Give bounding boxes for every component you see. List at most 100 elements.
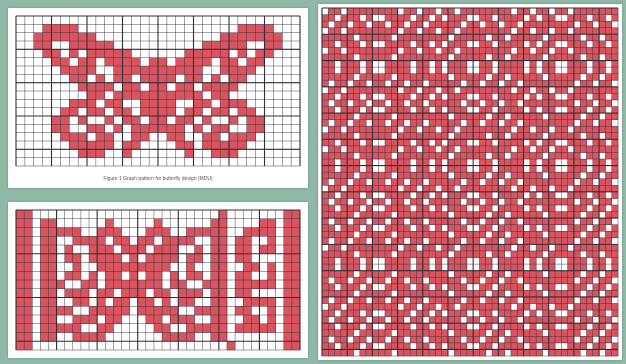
filled-cell bbox=[114, 49, 123, 58]
filled-cell bbox=[435, 139, 442, 146]
filled-cell bbox=[524, 336, 531, 343]
filled-cell bbox=[442, 146, 449, 153]
filled-cell bbox=[536, 198, 543, 205]
filled-cell bbox=[398, 290, 405, 297]
filled-cell bbox=[530, 34, 537, 41]
filled-cell bbox=[322, 323, 329, 330]
filled-cell bbox=[341, 310, 348, 317]
filled-cell bbox=[524, 172, 531, 179]
filled-cell bbox=[131, 141, 140, 150]
filled-cell bbox=[473, 317, 480, 324]
filled-cell bbox=[524, 290, 531, 297]
filled-cell bbox=[96, 133, 105, 142]
filled-cell bbox=[568, 179, 575, 186]
filled-cell bbox=[170, 333, 178, 342]
filled-cell bbox=[78, 83, 87, 92]
filled-cell bbox=[360, 74, 367, 81]
filled-cell bbox=[498, 166, 505, 173]
filled-cell bbox=[391, 106, 398, 113]
filled-cell bbox=[16, 333, 24, 342]
filled-cell bbox=[347, 231, 354, 238]
filled-cell bbox=[149, 116, 158, 125]
filled-cell bbox=[176, 133, 185, 142]
filled-cell bbox=[219, 236, 227, 245]
filled-cell bbox=[505, 336, 512, 343]
filled-cell bbox=[448, 139, 455, 146]
filled-cell bbox=[322, 61, 329, 68]
filled-cell bbox=[398, 179, 405, 186]
filled-cell bbox=[247, 124, 256, 133]
filled-cell bbox=[511, 317, 518, 324]
filled-cell bbox=[561, 271, 568, 278]
filled-cell bbox=[385, 87, 392, 94]
filled-cell bbox=[612, 8, 619, 15]
filled-cell bbox=[574, 146, 581, 153]
filled-cell bbox=[605, 277, 612, 284]
filled-cell bbox=[69, 141, 78, 150]
filled-cell bbox=[416, 54, 423, 61]
filled-cell bbox=[211, 133, 220, 142]
filled-cell bbox=[243, 315, 251, 324]
filled-cell bbox=[461, 349, 468, 356]
filled-cell bbox=[69, 108, 78, 117]
filled-cell bbox=[473, 336, 480, 343]
filled-cell bbox=[612, 47, 619, 54]
filled-cell bbox=[366, 159, 373, 166]
filled-cell bbox=[65, 306, 73, 315]
filled-cell bbox=[81, 289, 89, 298]
check-weave-pattern bbox=[318, 4, 622, 360]
filled-cell bbox=[530, 120, 537, 127]
filled-cell bbox=[568, 192, 575, 199]
filled-cell bbox=[322, 218, 329, 225]
filled-cell bbox=[593, 271, 600, 278]
filled-cell bbox=[498, 330, 505, 337]
filled-cell bbox=[574, 343, 581, 350]
filled-cell bbox=[517, 67, 524, 74]
filled-cell bbox=[360, 28, 367, 35]
filled-cell bbox=[555, 28, 562, 35]
filled-cell bbox=[479, 225, 486, 232]
filled-cell bbox=[385, 146, 392, 153]
filled-cell bbox=[517, 244, 524, 251]
filled-cell bbox=[328, 126, 335, 133]
filled-cell bbox=[599, 284, 606, 291]
filled-cell bbox=[454, 198, 461, 205]
filled-cell bbox=[435, 74, 442, 81]
filled-cell bbox=[366, 244, 373, 251]
filled-cell bbox=[89, 254, 97, 263]
filled-cell bbox=[65, 289, 73, 298]
filled-cell bbox=[612, 41, 619, 48]
filled-cell bbox=[587, 21, 594, 28]
filled-cell bbox=[555, 21, 562, 28]
filled-cell bbox=[524, 244, 531, 251]
filled-cell bbox=[593, 41, 600, 48]
filled-cell bbox=[511, 15, 518, 22]
filled-cell bbox=[398, 61, 405, 68]
filled-cell bbox=[561, 133, 568, 140]
filled-cell bbox=[536, 212, 543, 219]
filled-cell bbox=[429, 218, 436, 225]
filled-cell bbox=[549, 133, 556, 140]
filled-cell bbox=[555, 8, 562, 15]
filled-cell bbox=[353, 284, 360, 291]
filled-cell bbox=[341, 74, 348, 81]
filled-cell bbox=[372, 198, 379, 205]
filled-cell bbox=[404, 205, 411, 212]
filled-cell bbox=[549, 264, 556, 271]
filled-cell bbox=[593, 205, 600, 212]
filled-cell bbox=[410, 28, 417, 35]
filled-cell bbox=[511, 41, 518, 48]
filled-cell bbox=[268, 298, 276, 307]
filled-cell bbox=[186, 254, 194, 263]
filled-cell bbox=[555, 152, 562, 159]
filled-cell bbox=[467, 146, 474, 153]
filled-cell bbox=[24, 280, 32, 289]
filled-cell bbox=[442, 231, 449, 238]
filled-cell bbox=[416, 152, 423, 159]
filled-cell bbox=[292, 298, 300, 307]
filled-cell bbox=[372, 146, 379, 153]
filled-cell bbox=[322, 113, 329, 120]
filled-cell bbox=[492, 251, 499, 258]
filled-cell bbox=[461, 152, 468, 159]
filled-cell bbox=[385, 303, 392, 310]
